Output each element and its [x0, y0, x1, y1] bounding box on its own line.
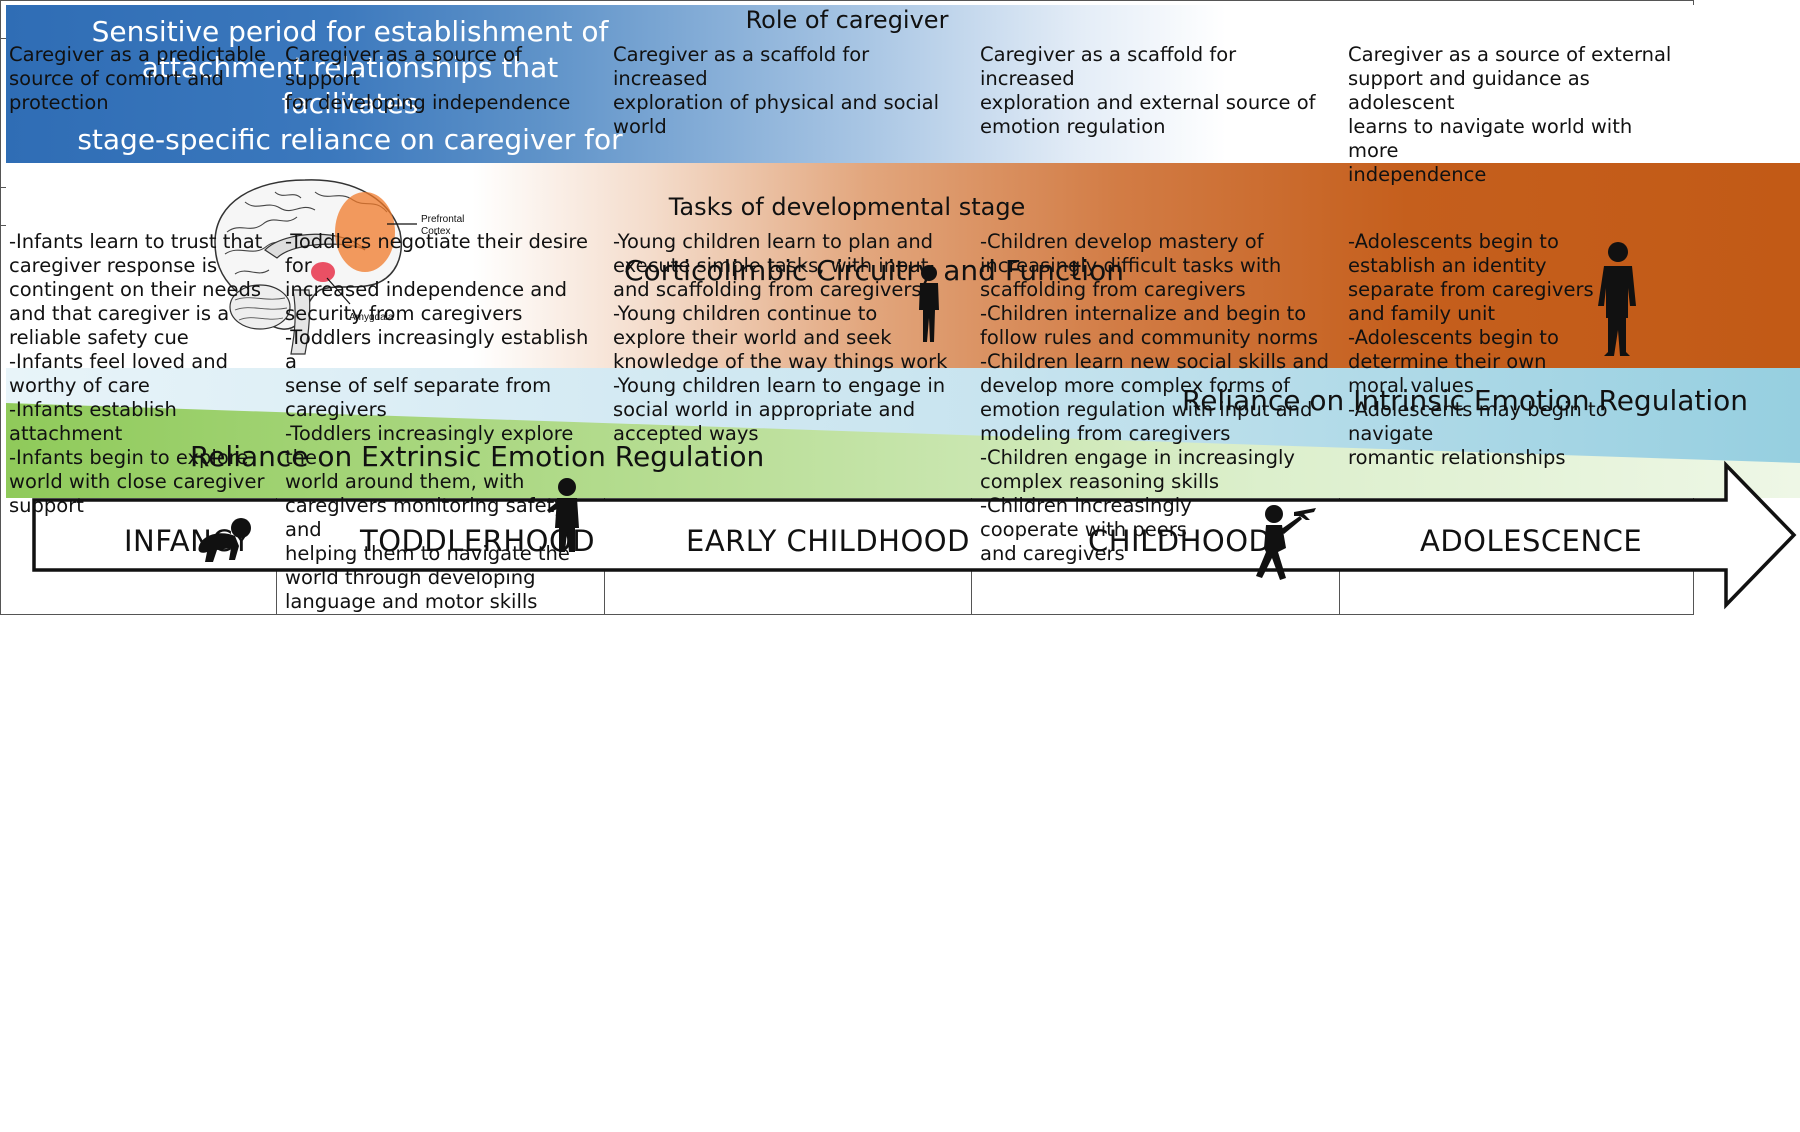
tasks-infancy-text: -Infants learn to trust that caregiver r…: [9, 230, 265, 517]
role-adolescence-text: Caregiver as a source of external suppor…: [1348, 43, 1672, 186]
young-child-icon: [919, 265, 939, 342]
tasks-toddlerhood-text: -Toddlers negotiate their desire for inc…: [285, 230, 589, 613]
role-early-childhood: Caregiver as a scaffold for increased ex…: [604, 38, 972, 188]
role-header: Role of caregiver: [0, 0, 1695, 39]
adolescent-icon: [1598, 242, 1636, 356]
tasks-adolescence: -Adolescents begin to establish an ident…: [1338, 225, 1695, 615]
role-toddlerhood-text: Caregiver as a source of support for dev…: [285, 43, 571, 114]
tasks-header: Tasks of developmental stage: [0, 187, 1695, 226]
tasks-adolescence-text: -Adolescents begin to establish an ident…: [1348, 230, 1608, 469]
tasks-childhood: -Children develop mastery of increasingl…: [971, 225, 1340, 615]
role-early-childhood-text: Caregiver as a scaffold for increased ex…: [613, 43, 940, 138]
caregiver-table: Role of caregiver Caregiver as a predict…: [0, 0, 1695, 615]
toddler-icon: [547, 478, 579, 552]
role-adolescence: Caregiver as a source of external suppor…: [1338, 38, 1695, 188]
tasks-infancy: -Infants learn to trust that caregiver r…: [0, 225, 277, 615]
role-infancy-text: Caregiver as a predictable source of com…: [9, 43, 267, 114]
tasks-early-childhood-text: -Young children learn to plan and execut…: [613, 230, 948, 445]
role-infancy: Caregiver as a predictable source of com…: [0, 38, 277, 188]
role-toddlerhood: Caregiver as a source of support for dev…: [276, 38, 605, 188]
child-with-airplane-icon: [1256, 505, 1316, 580]
tasks-toddlerhood: -Toddlers negotiate their desire for inc…: [276, 225, 605, 615]
tasks-early-childhood: -Young children learn to plan and execut…: [604, 225, 972, 615]
role-childhood: Caregiver as a scaffold for increased ex…: [971, 38, 1340, 188]
crawling-baby-icon: [198, 518, 251, 562]
tasks-childhood-text: -Children develop mastery of increasingl…: [980, 230, 1330, 565]
role-childhood-text: Caregiver as a scaffold for increased ex…: [980, 43, 1316, 138]
